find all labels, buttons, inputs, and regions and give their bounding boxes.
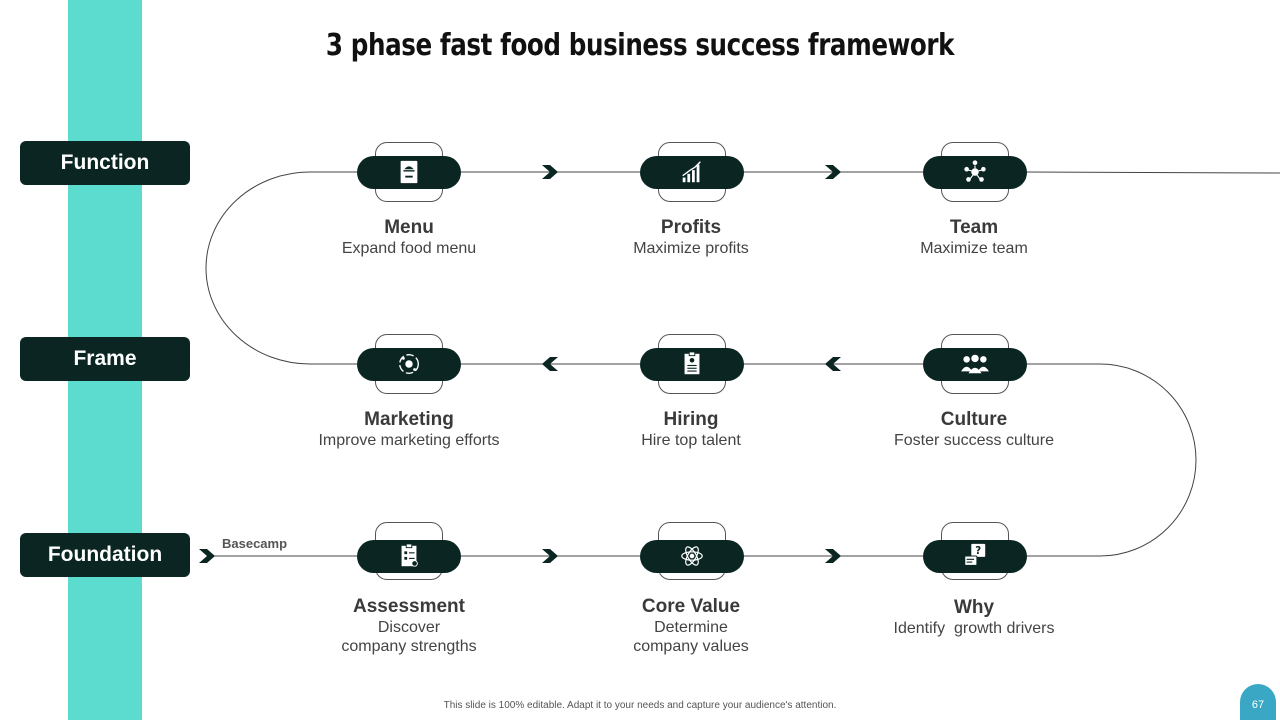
marketing-cycle-icon [397, 350, 421, 378]
arrow-right-icon [825, 549, 841, 563]
question-chat-icon: ? [963, 542, 987, 570]
item-hiring: Hiring Hire top talent [561, 409, 821, 450]
growth-chart-icon [680, 158, 704, 186]
phase-label-function: Function [20, 141, 190, 185]
node-hiring [640, 334, 744, 394]
resume-icon [680, 350, 704, 378]
item-why: Why Identify growth drivers [844, 597, 1104, 638]
node-profits [640, 142, 744, 202]
arrow-left-icon [825, 357, 841, 371]
item-culture: Culture Foster success culture [844, 409, 1104, 450]
line-team-exit [1025, 171, 1280, 174]
basecamp-label: Basecamp [222, 536, 288, 551]
item-desc: Maximize team [920, 240, 1028, 257]
phase-label-foundation: Foundation [20, 533, 190, 577]
node-assessment [357, 522, 461, 582]
item-title: Why [953, 597, 995, 618]
item-desc: Discover [377, 619, 441, 636]
item-title: Culture [940, 409, 1008, 430]
arrow-right-icon [825, 165, 841, 179]
item-title: Marketing [364, 409, 454, 430]
node-culture [923, 334, 1027, 394]
node-corevalue [640, 522, 744, 582]
checklist-icon [397, 542, 421, 570]
item-title: Assessment [353, 596, 465, 617]
arrow-right-icon [199, 549, 215, 563]
svg-text:?: ? [975, 546, 981, 557]
node-team [923, 142, 1027, 202]
team-network-icon [963, 158, 987, 186]
item-desc: Improve marketing efforts [318, 432, 500, 449]
item-desc: Expand food menu [341, 240, 477, 257]
item-assessment: Assessment Discover company strengths [279, 596, 539, 656]
people-group-icon [959, 350, 991, 378]
item-menu: Menu Expand food menu [279, 217, 539, 258]
item-desc: company strengths [341, 638, 477, 655]
item-title: Core Value [641, 596, 741, 617]
item-title: Profits [660, 217, 722, 238]
curve-right [1026, 363, 1197, 557]
item-marketing: Marketing Improve marketing efforts [279, 409, 539, 450]
item-desc: Identify growth drivers [893, 620, 1055, 637]
item-corevalue: Core Value Determine company values [561, 596, 821, 656]
slide-title: 3 phase fast food business success frame… [325, 28, 955, 63]
item-desc: Foster success culture [893, 432, 1055, 449]
node-why: ? [923, 522, 1027, 582]
item-title: Team [949, 217, 999, 238]
item-title: Hiring [663, 409, 719, 430]
arrow-right-icon [542, 549, 558, 563]
item-desc: Hire top talent [641, 432, 741, 449]
arrow-right-icon [542, 165, 558, 179]
item-profits: Profits Maximize profits [561, 217, 821, 258]
menu-card-icon [397, 158, 421, 186]
page-number-badge: 67 [1240, 684, 1276, 720]
item-desc: Determine [654, 619, 728, 636]
arrow-left-icon [542, 357, 558, 371]
curve-left [205, 171, 357, 365]
node-marketing [357, 334, 461, 394]
footer-note: This slide is 100% editable. Adapt it to… [443, 700, 837, 711]
node-menu [357, 142, 461, 202]
item-desc: Maximize profits [633, 240, 749, 257]
item-team: Team Maximize team [844, 217, 1104, 258]
atom-person-icon [680, 542, 704, 570]
item-desc: company values [633, 638, 749, 655]
item-title: Menu [384, 217, 434, 238]
phase-label-frame: Frame [20, 337, 190, 381]
